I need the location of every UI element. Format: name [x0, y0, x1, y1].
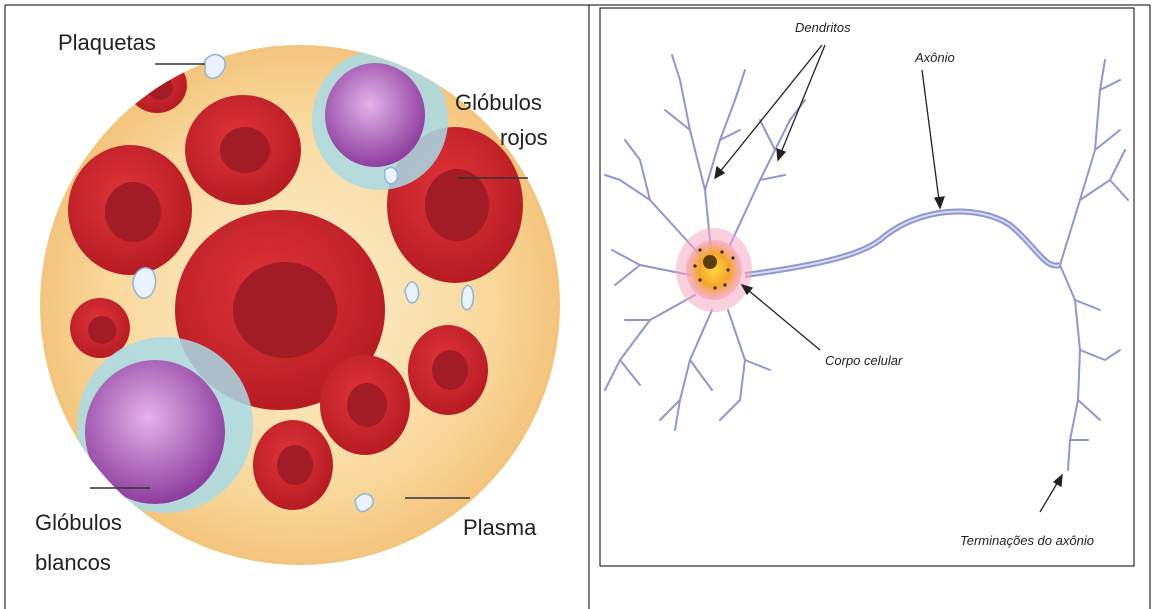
plasma-label: Plasma — [463, 515, 537, 540]
dendrites-label: Dendritos — [795, 20, 851, 35]
axon — [745, 211, 1060, 275]
nucleus — [703, 255, 717, 269]
white-cells-label-line2: blancos — [35, 550, 111, 575]
white-blood-cell — [312, 50, 448, 190]
axon-label: Axônio — [914, 50, 955, 65]
blood-cells-diagram: Plaquetas Glóbulos rojos Glóbulos blanco… — [35, 30, 560, 575]
red-blood-cell — [127, 57, 187, 113]
platelets-label: Plaquetas — [58, 30, 156, 55]
annotation-arrows — [715, 45, 1062, 512]
white-blood-cell — [77, 337, 253, 513]
cell-body-label: Corpo celular — [825, 353, 903, 368]
red-blood-cell — [253, 420, 333, 510]
axon-terminals-label: Terminações do axônio — [960, 533, 1094, 548]
red-cells-label-line2: rojos — [500, 125, 548, 150]
white-cells-label-line1: Glóbulos — [35, 510, 122, 535]
axon-terminals — [1060, 60, 1128, 470]
neuron-diagram: Dendritos Axônio Corpo celular Terminaçõ… — [605, 20, 1128, 548]
red-blood-cell — [185, 95, 301, 205]
cell-body — [676, 228, 752, 312]
red-cells-label-line1: Glóbulos — [455, 90, 542, 115]
red-blood-cell — [68, 145, 192, 275]
red-blood-cell — [320, 355, 410, 455]
red-blood-cell — [408, 325, 488, 415]
